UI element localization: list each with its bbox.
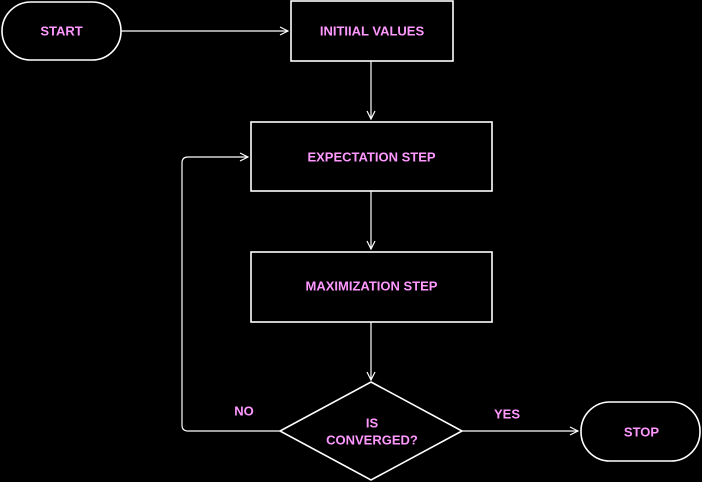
stop-node: STOP bbox=[580, 401, 701, 462]
start-terminator-shape bbox=[1, 1, 122, 61]
yes-edge-label: YES bbox=[494, 407, 520, 422]
maximization-step-label: MAXIMIZATION STEP bbox=[306, 279, 438, 294]
initial-values-label: INITIIAL VALUES bbox=[320, 24, 425, 39]
initial-values-box bbox=[290, 0, 454, 62]
maximization-step-node: MAXIMIZATION STEP bbox=[250, 251, 493, 323]
start-label: START bbox=[40, 24, 82, 39]
converged-decision-node: IS CONVERGED? bbox=[278, 381, 464, 481]
converged-decision-diamond bbox=[278, 381, 464, 481]
edges bbox=[121, 31, 578, 431]
expectation-step-label: EXPECTATION STEP bbox=[307, 150, 435, 165]
stop-label: STOP bbox=[624, 425, 659, 440]
expectation-step-box bbox=[250, 121, 493, 192]
expectation-step-node: EXPECTATION STEP bbox=[250, 121, 493, 192]
converged-label-line1: IS bbox=[366, 416, 379, 431]
no-edge-label: NO bbox=[234, 404, 254, 419]
initial-values-node: INITIIAL VALUES bbox=[290, 0, 454, 62]
maximization-step-box bbox=[250, 251, 493, 323]
converged-label-line2: CONVERGED? bbox=[326, 433, 418, 448]
start-node: START bbox=[1, 1, 122, 61]
stop-terminator-shape bbox=[580, 401, 701, 462]
edge-decision-no-loop bbox=[181, 157, 280, 432]
